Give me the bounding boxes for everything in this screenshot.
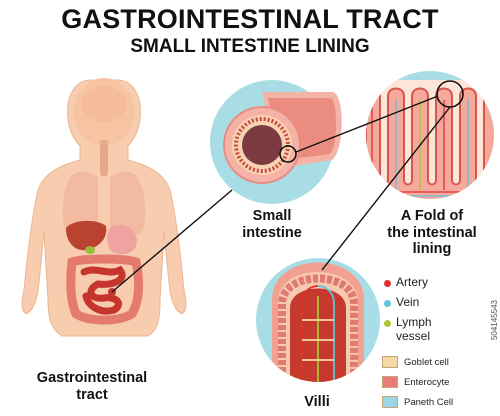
diagram-subtitle: SMALL INTESTINE LINING [130, 36, 370, 57]
diagram-title: GASTROINTESTINAL TRACT [61, 4, 439, 34]
legend-artery-dot [384, 280, 391, 287]
legend-enterocyte-swatch [382, 376, 398, 388]
label-fold-of-lining: A Fold of the intestinal lining [387, 208, 477, 258]
connector-lines [111, 95, 451, 293]
legend-enterocyte-label: Enterocyte [404, 377, 450, 388]
legend-paneth-swatch [382, 396, 398, 408]
legend-paneth-label: Paneth Cell [404, 397, 454, 408]
label-gastrointestinal-tract: Gastrointestinal tract [36, 370, 148, 403]
stock-image-id: 504145543 [490, 300, 499, 341]
legend-vein-dot [384, 300, 391, 307]
human-body [21, 78, 187, 337]
villi-circle [256, 258, 380, 382]
label-villi: Villi [304, 394, 330, 410]
fold-circle [366, 71, 494, 199]
legend-goblet-label: Goblet cell [404, 357, 449, 368]
legend-artery-label: Artery [396, 275, 429, 289]
small-intestine-circle [210, 80, 342, 204]
legend-vein-label: Vein [396, 295, 420, 309]
legend-lymph-label: Lymph vessel [396, 315, 432, 343]
legend-goblet-swatch [382, 356, 398, 368]
legend-lymph-dot [384, 320, 391, 327]
label-small-intestine: Small intestine [242, 208, 302, 241]
